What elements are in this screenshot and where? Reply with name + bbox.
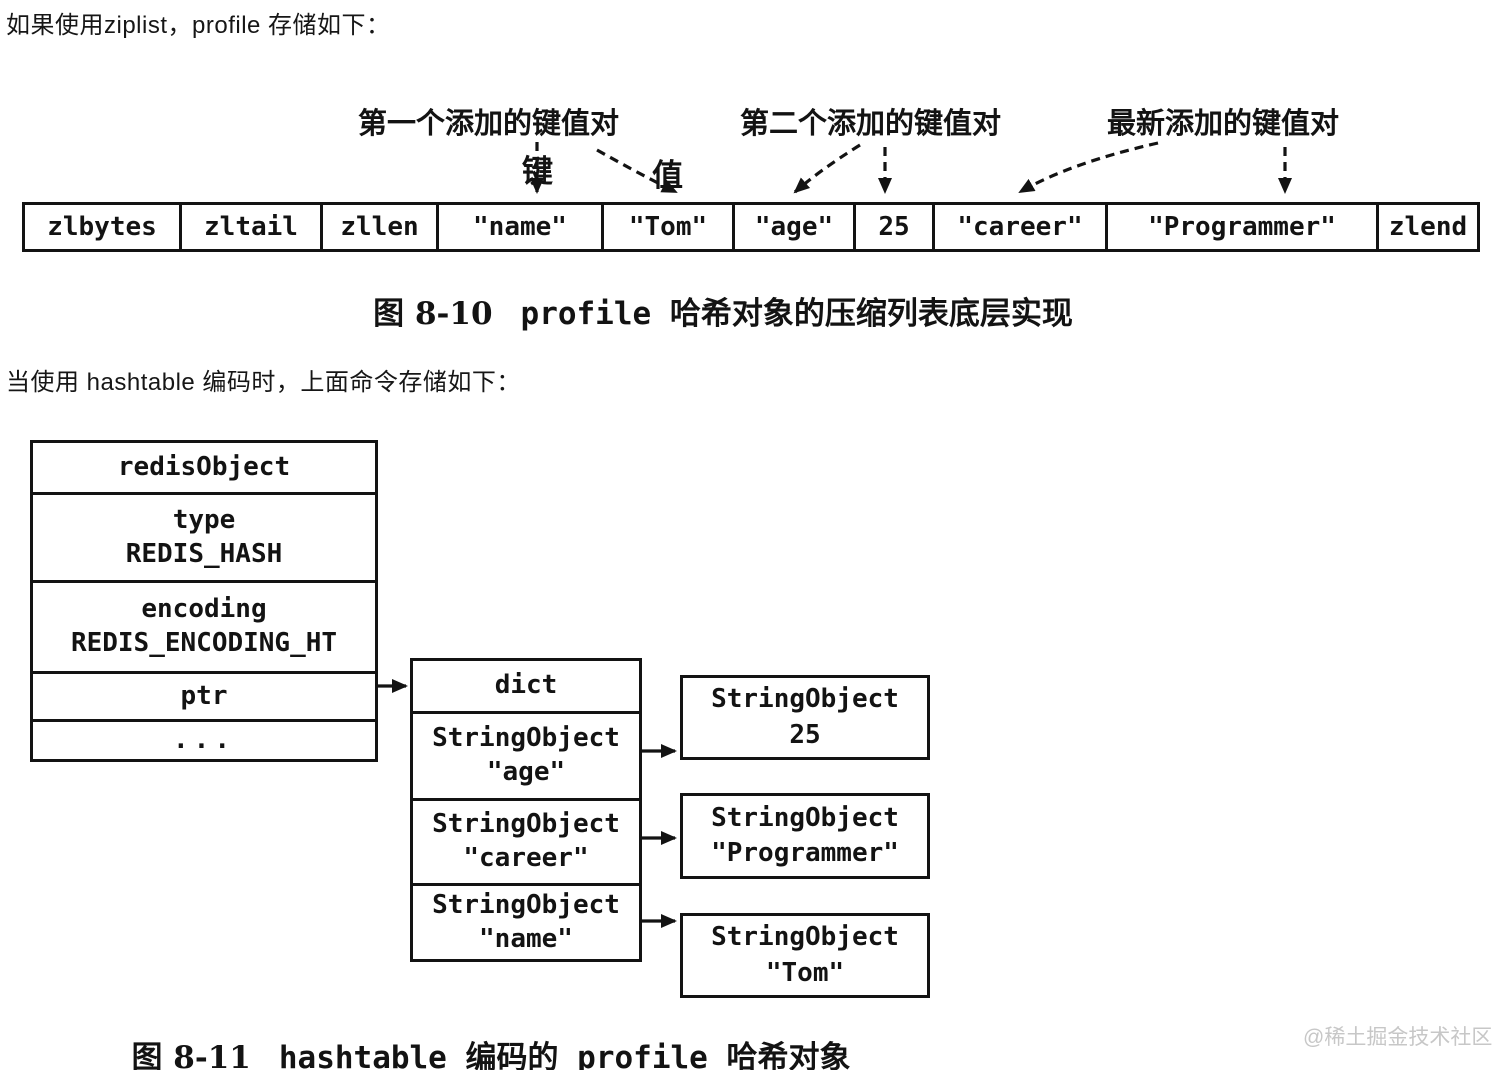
ziplist-cell-zlbytes: zlbytes [47, 212, 157, 242]
type-value: REDIS_HASH [125, 538, 283, 569]
annotation-second-pair: 第二个添加的键值对 [740, 106, 1002, 140]
ziplist-cell-name: "name" [436, 205, 601, 249]
string-object-programmer-value: "Programmer" [711, 838, 899, 868]
ziplist-table: zlbytes zltail zllen "name" "Tom" "age" … [22, 202, 1480, 252]
pointer-arrows-graphic [378, 679, 677, 928]
ziplist-cell-zllen: zllen [320, 205, 436, 249]
annotation-first-pair: 第一个添加的键值对 [358, 106, 620, 140]
redis-object-type-row: type REDIS_HASH [33, 492, 375, 580]
figure-8-10-number: 图 8-10 [373, 296, 493, 332]
dict-box: dict StringObject "age" StringObject "ca… [410, 658, 642, 962]
redis-object-ptr-row: ptr [33, 671, 375, 719]
intro-hashtable-text: 当使用 hashtable 编码时，上面命令存储如下： [6, 369, 521, 396]
dict-entry-career: StringObject "career" [413, 798, 639, 883]
dict-entry-age-type: StringObject [432, 723, 620, 754]
dict-entry-name: StringObject "name" [413, 883, 639, 959]
redis-object-ellipsis-row: ... [33, 719, 375, 759]
dict-entry-career-value: "career" [463, 843, 589, 873]
ziplist-cell-25: 25 [853, 205, 932, 249]
dict-entry-career-type: StringObject [432, 809, 620, 840]
dict-entry-age: StringObject "age" [413, 711, 639, 798]
redis-object-box: redisObject type REDIS_HASH encoding RED… [30, 440, 378, 762]
figure-8-10-caption: 图 8-10 profile 哈希对象的压缩列表底层实现 [0, 288, 1446, 333]
arrow-newest-pair-key [1018, 141, 1159, 194]
watermark: @稀土掘金技术社区 [1303, 1026, 1493, 1049]
arrow-second-pair-key [793, 143, 861, 194]
string-object-programmer-type: StringObject [711, 802, 899, 833]
string-object-tom-type: StringObject [711, 922, 899, 953]
type-label: type [172, 504, 236, 535]
annotation-newest-pair: 最新添加的键值对 [1107, 106, 1340, 140]
string-object-25-type: StringObject [711, 684, 899, 715]
dict-entry-name-type: StringObject [432, 889, 620, 920]
intro-ziplist-text: 如果使用ziplist，profile 存储如下： [6, 12, 391, 39]
redis-object-title-row: redisObject [117, 451, 291, 482]
ziplist-cell-tom: "Tom" [601, 205, 732, 249]
figure-8-11-number: 图 8-11 [131, 1040, 251, 1070]
encoding-label: encoding [141, 594, 267, 625]
string-object-25-value: 25 [789, 719, 821, 750]
figure-8-10-title: profile 哈希对象的压缩列表底层实现 [520, 296, 1073, 332]
string-object-tom-box: StringObject "Tom" [680, 913, 930, 998]
dict-entry-name-value: "name" [479, 923, 573, 954]
encoding-value: REDIS_ENCODING_HT [70, 628, 338, 658]
ziplist-cell-zlend: zlend [1376, 205, 1477, 249]
arrow-first-pair-value [596, 148, 678, 194]
redis-object-encoding-row: encoding REDIS_ENCODING_HT [33, 580, 375, 671]
ziplist-cell-zltail: zltail [179, 205, 320, 249]
dashed-arrows-graphic [530, 141, 1292, 194]
figure-8-11-title: hashtable 编码的 profile 哈希对象 [278, 1040, 851, 1070]
ziplist-cell-age: "age" [732, 205, 853, 249]
figure-8-11-caption: 图 8-11 hashtable 编码的 profile 哈希对象 [0, 1032, 982, 1070]
ziplist-cell-career: "career" [932, 205, 1105, 249]
string-object-25-box: StringObject 25 [680, 675, 930, 760]
ziplist-cell-programmer: "Programmer" [1105, 205, 1376, 249]
string-object-programmer-box: StringObject "Programmer" [680, 793, 930, 879]
string-object-tom-value: "Tom" [765, 957, 845, 988]
dict-entry-age-value: "age" [486, 757, 566, 787]
dict-title-row: dict [494, 670, 558, 701]
